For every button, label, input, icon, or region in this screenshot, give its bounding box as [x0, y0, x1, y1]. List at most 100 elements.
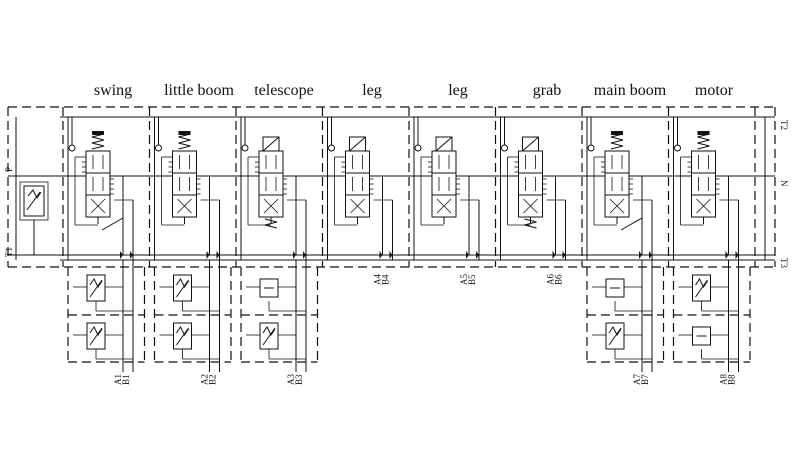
- flow-arrow: [206, 251, 210, 259]
- port-block-7: [586, 260, 665, 372]
- check-valve: [674, 144, 681, 152]
- pilot-line: [620, 217, 643, 231]
- pilot-line: [101, 217, 124, 231]
- n-port-label: N: [779, 180, 789, 187]
- spring-cap: [92, 131, 104, 135]
- p-port-label: P: [4, 167, 14, 172]
- gallery-labels: P T1 T2 N T3: [4, 120, 789, 268]
- port-label-b: B5: [467, 274, 477, 285]
- relief-arrow: [176, 327, 189, 346]
- flow-arrow: [649, 251, 652, 259]
- spring-actuator: [178, 133, 191, 150]
- port-block-2: [153, 260, 232, 372]
- flow-arrow: [303, 251, 306, 259]
- valve-section-5: [413, 117, 480, 260]
- valve-section-4: [327, 117, 393, 260]
- port-label-b: B2: [208, 374, 218, 385]
- section-title: grab: [533, 82, 561, 99]
- check-valve: [328, 144, 335, 152]
- check-valve: [414, 144, 422, 152]
- port-relief-blocks: [67, 260, 751, 372]
- valve-section-6: [500, 117, 566, 260]
- section-title: telescope: [254, 82, 314, 99]
- flow-path: [177, 198, 192, 214]
- flow-path: [263, 198, 279, 214]
- port-label-b: B7: [640, 374, 650, 385]
- relief-spring: [695, 278, 708, 288]
- flow-arrow: [725, 251, 729, 259]
- spring-actuator: [610, 133, 624, 150]
- flow-arrow: [476, 251, 479, 259]
- spool-body: [431, 150, 457, 218]
- flow-path: [523, 198, 538, 214]
- port-label-b: B1: [121, 374, 131, 385]
- port-label-b: B8: [727, 374, 737, 385]
- valve-section-7: [586, 117, 653, 260]
- flow-arrow: [216, 251, 220, 259]
- spool-body: [518, 150, 543, 218]
- t1-port-label: T1: [4, 247, 14, 257]
- port-block-8: [672, 260, 751, 372]
- check-valve: [155, 144, 162, 152]
- inlet-relief-arrow: [26, 191, 41, 211]
- section-title: swing: [94, 82, 132, 99]
- spring-actuator: [697, 133, 710, 150]
- check-valve: [241, 144, 249, 152]
- return-spring: [264, 218, 278, 229]
- flow-arrow: [379, 251, 383, 259]
- relief-arrow: [695, 279, 708, 298]
- flow-arrow: [562, 251, 566, 259]
- section-title: little boom: [164, 82, 234, 99]
- spool-body: [85, 150, 111, 218]
- section-title: main boom: [594, 82, 667, 99]
- relief-arrow: [89, 279, 103, 298]
- flow-path: [696, 198, 711, 214]
- flow-arrow: [466, 251, 469, 259]
- valve-section-3: [240, 117, 307, 260]
- port-label-a: A5: [459, 274, 469, 285]
- port-block-3: [240, 260, 319, 372]
- flow-arrow: [389, 251, 393, 259]
- valve-sections: [62, 107, 756, 267]
- relief-spring: [89, 278, 103, 288]
- relief-arrow: [89, 327, 103, 346]
- flow-arrow: [552, 251, 556, 259]
- relief-spring: [176, 278, 189, 288]
- section-title: motor: [695, 82, 734, 99]
- return-spring: [524, 218, 537, 229]
- valve-section-2: [154, 117, 220, 260]
- port-label-a: A6: [546, 274, 556, 285]
- relief-spring: [608, 326, 622, 336]
- spool-body: [172, 150, 197, 218]
- relief-spring: [176, 326, 189, 336]
- t3-port-label: T3: [779, 258, 789, 268]
- spring-cap: [178, 131, 191, 135]
- spring-cap: [697, 131, 710, 135]
- spring-actuator: [91, 133, 105, 150]
- spool-body: [691, 150, 716, 218]
- port-label-a: A1: [113, 374, 123, 385]
- section-title: leg: [448, 82, 468, 99]
- detent-slash: [349, 136, 366, 152]
- relief-arrow: [608, 327, 622, 346]
- port-label-b: B4: [381, 274, 391, 285]
- flow-path: [350, 198, 365, 214]
- flow-arrow: [293, 251, 296, 259]
- flow-arrow: [120, 251, 123, 259]
- relief-spring: [262, 326, 276, 336]
- relief-arrow: [262, 327, 276, 346]
- check-valve: [68, 144, 76, 152]
- flow-arrow: [735, 251, 739, 259]
- flow-arrow: [639, 251, 642, 259]
- port-label-a: A7: [632, 374, 642, 385]
- inlet-relief-valve: [16, 175, 49, 255]
- inlet-relief-spring: [27, 189, 42, 199]
- port-label-a: A8: [719, 374, 729, 385]
- flow-arrow: [130, 251, 133, 259]
- check-valve: [501, 144, 508, 152]
- port-label-b: B6: [554, 274, 564, 285]
- spring-cap: [611, 131, 623, 135]
